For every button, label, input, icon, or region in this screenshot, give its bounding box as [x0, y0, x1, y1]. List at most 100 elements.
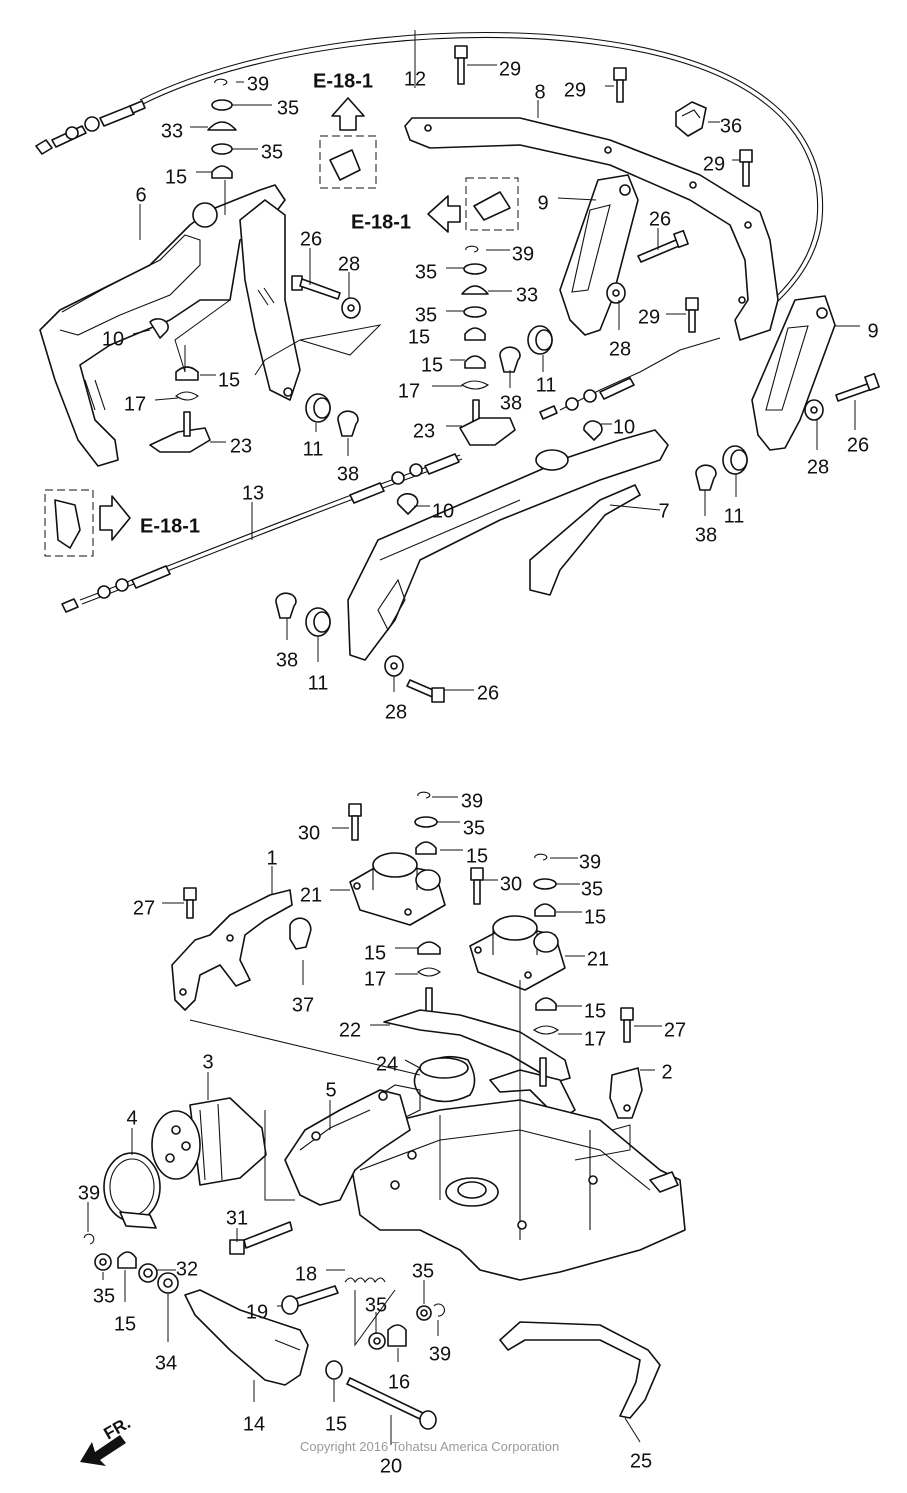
part-label-3: 3	[202, 1051, 213, 1073]
bolt-29	[454, 45, 753, 333]
bolt-26-right	[606, 229, 689, 304]
part-label-28d: 28	[385, 701, 407, 723]
part-label-15h: 15	[584, 1000, 606, 1022]
part-label-6: 6	[135, 184, 146, 206]
part-label-38a: 38	[500, 392, 522, 414]
part-label-18: 18	[295, 1263, 317, 1285]
bolt-26-far-right	[804, 372, 880, 421]
pin-10	[149, 318, 169, 339]
part-label-39a: 39	[247, 73, 269, 95]
part-label-17d: 17	[584, 1028, 606, 1050]
part-label-11a: 11	[536, 374, 557, 396]
hardware-mid-bottom	[368, 1303, 445, 1350]
part-label-39e: 39	[78, 1182, 100, 1204]
part-label-23a: 23	[413, 420, 435, 442]
part-label-30b: 30	[500, 873, 522, 895]
bolt-31	[229, 1221, 293, 1255]
part-label-35f: 35	[581, 878, 603, 900]
hardware-lower-left	[83, 1233, 179, 1294]
part-label-31: 31	[226, 1207, 248, 1229]
lower-hardware	[275, 592, 445, 703]
ref-box-left	[44, 489, 131, 557]
part-label-35d: 35	[415, 304, 437, 326]
part-label-15e: 15	[466, 845, 488, 867]
part-label-29c: 29	[703, 153, 725, 175]
leaders-left	[174, 180, 382, 376]
part-label-15d: 15	[218, 369, 240, 391]
part-label-25: 25	[630, 1450, 652, 1472]
part-label-9a: 9	[537, 192, 548, 214]
part-label-35c: 35	[415, 261, 437, 283]
part-label-33a: 33	[161, 120, 183, 142]
cable-12	[35, 32, 824, 331]
part-label-28a: 28	[338, 253, 360, 275]
pin-10-lower	[396, 493, 419, 515]
part-label-39d: 39	[579, 851, 601, 873]
part-label-10c: 10	[432, 500, 454, 522]
seal-25	[499, 1321, 661, 1419]
cable-mid-end	[539, 337, 721, 420]
part-label-23b: 23	[230, 435, 252, 457]
washer-stack-bottom	[414, 791, 559, 1035]
part-label-21a: 21	[300, 884, 322, 906]
part-label-33b: 33	[516, 284, 538, 306]
part-label-29d: 29	[638, 306, 660, 328]
part-label-39c: 39	[461, 790, 483, 812]
part-label-37: 37	[292, 994, 314, 1016]
reference-label-1: E-18-1	[313, 70, 373, 92]
part-label-14: 14	[243, 1413, 265, 1435]
spring-18-pin-19	[281, 1277, 386, 1315]
part-label-15g: 15	[364, 942, 386, 964]
reference-label-2: E-18-1	[351, 211, 411, 233]
part-label-10a: 10	[102, 328, 124, 350]
part-label-8: 8	[534, 81, 545, 103]
bolt-30	[348, 803, 484, 905]
clip-36	[675, 101, 707, 137]
part-label-15a: 15	[165, 166, 187, 188]
assembly-23-left	[149, 366, 211, 453]
part-label-26a: 26	[649, 208, 671, 230]
grommet-11-38-mid	[499, 325, 553, 373]
switch-3	[151, 1097, 267, 1186]
part-label-9b: 9	[867, 320, 878, 342]
part-label-15c: 15	[421, 354, 443, 376]
part-label-35i: 35	[365, 1294, 387, 1316]
part-label-38c: 38	[695, 524, 717, 546]
ref-box-mid	[427, 177, 519, 233]
main-body	[349, 1084, 686, 1281]
part-label-15b: 15	[408, 326, 430, 348]
cap-24	[413, 1055, 476, 1103]
part-label-1: 1	[266, 847, 277, 869]
part-label-28b: 28	[609, 338, 631, 360]
part-label-38b: 38	[337, 463, 359, 485]
part-label-11d: 11	[308, 672, 329, 694]
label-leaders	[87, 30, 860, 1445]
part-label-17a: 17	[398, 380, 420, 402]
bracket-7	[347, 429, 669, 661]
part-label-29b: 29	[564, 79, 586, 101]
clamp-4	[103, 1152, 161, 1229]
part-label-19: 19	[246, 1301, 268, 1323]
part-label-26b: 26	[300, 228, 322, 250]
arm-6	[39, 184, 301, 467]
washer-stack-left	[207, 78, 237, 179]
part-label-11b: 11	[303, 438, 324, 460]
part-label-13: 13	[242, 482, 264, 504]
shaft-20	[325, 1360, 437, 1430]
part-label-2: 2	[661, 1061, 672, 1083]
handle-14	[184, 1289, 309, 1386]
part-label-39b: 39	[512, 243, 534, 265]
part-label-5: 5	[325, 1079, 336, 1101]
part-label-10b: 10	[613, 416, 635, 438]
washer-stack-middle	[459, 245, 516, 446]
front-arrow	[80, 1435, 126, 1466]
bracket-8	[404, 117, 779, 341]
part-label-35h: 35	[93, 1285, 115, 1307]
arm-9	[559, 174, 836, 451]
leaders-bottom	[189, 980, 631, 1347]
part-label-15j: 15	[325, 1413, 347, 1435]
grommet-11-38-right	[695, 445, 748, 491]
bolt-26-left	[291, 275, 361, 319]
